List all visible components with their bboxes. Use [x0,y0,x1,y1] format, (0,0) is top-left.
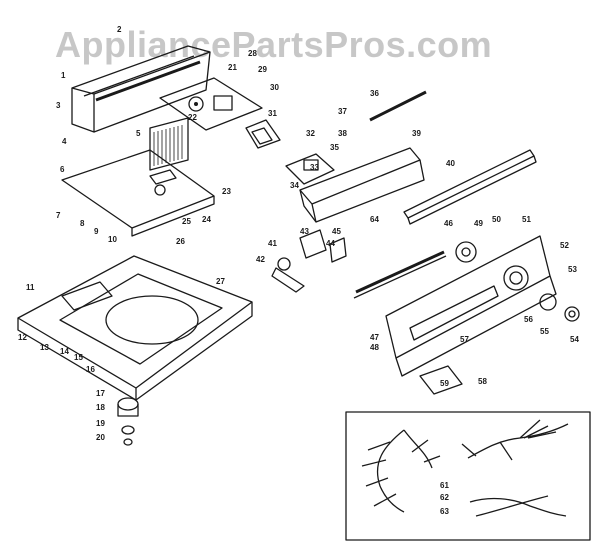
wire-harness-inset [345,411,591,541]
selector-switch[interactable] [285,153,335,185]
callout-15: 15 [74,353,83,362]
callout-25: 25 [182,217,191,226]
washer-top-panel[interactable] [17,255,253,401]
callout-34: 34 [290,181,299,190]
callout-27: 27 [216,277,225,286]
callout-61: 61 [440,481,449,490]
callout-18: 18 [96,403,105,412]
callout-40: 40 [446,159,455,168]
callout-28: 28 [248,49,257,58]
callout-8: 8 [80,219,85,228]
callout-11: 11 [26,283,35,292]
callout-45: 45 [332,227,341,236]
wire-channel[interactable] [299,147,425,223]
panel-clip[interactable] [419,365,463,395]
callout-5: 5 [136,129,141,138]
callout-42: 42 [256,255,265,264]
callout-14: 14 [60,347,69,356]
switch-bracket[interactable] [245,119,281,149]
callout-58: 58 [478,377,487,386]
callout-7: 7 [56,211,61,220]
callout-33: 33 [310,163,319,172]
control-knobs[interactable] [539,293,580,322]
callout-4: 4 [62,137,67,146]
callout-44: 44 [326,239,335,248]
callout-2: 2 [117,25,122,34]
callout-13: 13 [40,343,49,352]
rod-part[interactable] [369,90,427,122]
long-rail[interactable] [403,149,537,225]
timer-motor-assembly[interactable] [159,77,263,131]
callout-32: 32 [306,129,315,138]
lid-switch-nut[interactable] [117,397,139,446]
callout-10: 10 [108,235,117,244]
callout-23: 23 [222,187,231,196]
filter-screen-part[interactable] [149,117,189,171]
callout-50: 50 [492,215,501,224]
callout-numbers: 1 2 3 4 5 6 7 8 9 10 11 12 13 14 15 16 1… [18,25,579,516]
callout-48: 48 [370,343,379,352]
callout-26: 26 [176,237,185,246]
watermark-text: AppliancePartsPros.com [55,24,493,65]
callout-9: 9 [94,227,99,236]
callout-19: 19 [96,419,105,428]
hinge-brackets[interactable] [271,229,347,293]
control-panel-fascia[interactable] [385,235,557,377]
callout-12: 12 [18,333,27,342]
callout-3: 3 [56,101,61,110]
callout-6: 6 [60,165,65,174]
callout-55: 55 [540,327,549,336]
callout-49: 49 [474,219,483,228]
callout-30: 30 [270,83,279,92]
callout-47: 47 [370,333,379,342]
callout-21: 21 [228,63,237,72]
callout-38: 38 [338,129,347,138]
callout-59: 59 [440,379,449,388]
callout-52: 52 [560,241,569,250]
callout-43: 43 [300,227,309,236]
callout-54: 54 [570,335,579,344]
callout-31: 31 [268,109,277,118]
callout-39: 39 [412,129,421,138]
callout-24: 24 [202,215,211,224]
callout-29: 29 [258,65,267,74]
callout-56: 56 [524,315,533,324]
trim-strip[interactable] [353,250,447,299]
callout-57: 57 [460,335,469,344]
callout-36: 36 [370,89,379,98]
console-top-cover[interactable] [71,45,211,133]
callout-64: 64 [370,215,379,224]
callout-41: 41 [268,239,277,248]
cycle-knob-disc[interactable] [455,241,477,263]
callout-35: 35 [330,143,339,152]
control-mounting-plate[interactable] [61,149,215,237]
callout-53: 53 [568,265,577,274]
callout-63: 63 [440,507,449,516]
callout-62: 62 [440,493,449,502]
callout-51: 51 [522,215,531,224]
callout-17: 17 [96,389,105,398]
callout-46: 46 [444,219,453,228]
callout-22: 22 [188,113,197,122]
callout-1: 1 [61,71,66,80]
callout-37: 37 [338,107,347,116]
callout-20: 20 [96,433,105,442]
callout-16: 16 [86,365,95,374]
